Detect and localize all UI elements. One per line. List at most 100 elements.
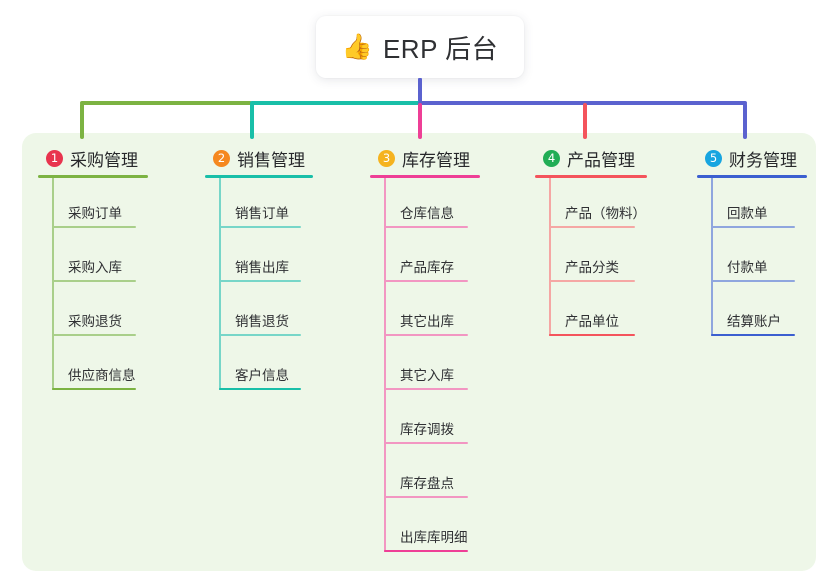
branch-item-label: 产品（物料）: [565, 206, 646, 221]
branch-item-rule: [711, 334, 795, 336]
branch-item-label: 产品库存: [400, 260, 454, 275]
branch-item-label: 采购订单: [68, 206, 122, 221]
branch-item[interactable]: 回款单: [697, 178, 807, 232]
root-node-erp-backend[interactable]: 👍 ERP 后台: [316, 16, 524, 78]
branch-item-label: 其它出库: [400, 314, 454, 329]
connector-root-stem: [418, 78, 422, 104]
branch-item-label: 销售出库: [235, 260, 289, 275]
branch-item[interactable]: 出库库明细: [370, 502, 480, 556]
connector-drop-2: [250, 103, 254, 139]
branch-item[interactable]: 产品库存: [370, 232, 480, 286]
branch-item[interactable]: 产品分类: [535, 232, 647, 286]
branch-number-badge: 4: [543, 149, 560, 167]
root-node-title: ERP 后台: [382, 33, 499, 64]
branch-header-rule: [38, 175, 148, 178]
branch-item[interactable]: 结算账户: [697, 286, 807, 340]
connector-drop-4: [583, 103, 587, 139]
branch-item[interactable]: 采购入库: [38, 232, 148, 286]
branch-item[interactable]: 采购订单: [38, 178, 148, 232]
branch-column-2: 2 销售管理销售订单销售出库销售退货客户信息: [205, 146, 313, 394]
branch-header-rule: [535, 175, 647, 178]
branch-item-rule: [384, 280, 468, 282]
branch-item-label: 客户信息: [235, 368, 289, 383]
branch-item-label: 销售订单: [235, 206, 289, 221]
branch-item-list: 销售订单销售出库销售退货客户信息: [205, 178, 313, 394]
branch-item-rule: [52, 388, 136, 390]
branch-item-label: 供应商信息: [68, 368, 136, 383]
branch-header-4[interactable]: 4 产品管理: [535, 146, 647, 170]
branch-item[interactable]: 库存盘点: [370, 448, 480, 502]
branch-item-label: 采购退货: [68, 314, 122, 329]
branch-item-rule: [384, 496, 468, 498]
branch-item-label: 仓库信息: [400, 206, 454, 221]
branch-item[interactable]: 仓库信息: [370, 178, 480, 232]
connector-bar-blue: [418, 101, 747, 105]
branch-item-label: 销售退货: [235, 314, 289, 329]
branch-spine: [384, 178, 386, 552]
connector-drop-3: [418, 103, 422, 139]
branch-item[interactable]: 客户信息: [205, 340, 313, 394]
branch-header-rule: [205, 175, 313, 178]
connector-bar-teal: [250, 101, 420, 105]
branch-item[interactable]: 采购退货: [38, 286, 148, 340]
connector-drop-5: [743, 103, 747, 139]
branch-header-1[interactable]: 1 采购管理: [38, 146, 148, 170]
branch-title: 库存管理: [402, 150, 470, 170]
branch-item-list: 回款单付款单结算账户: [697, 178, 807, 340]
branch-number-badge: 5: [705, 149, 722, 167]
branch-item-list: 采购订单采购入库采购退货供应商信息: [38, 178, 148, 394]
connector-bar-green: [80, 101, 252, 105]
branch-header-2[interactable]: 2 销售管理: [205, 146, 313, 170]
branch-item[interactable]: 销售退货: [205, 286, 313, 340]
branch-item[interactable]: 产品单位: [535, 286, 647, 340]
branch-item-rule: [711, 280, 795, 282]
thumbs-up-icon: 👍: [341, 32, 373, 61]
branch-header-rule: [370, 175, 480, 178]
branch-column-3: 3 库存管理仓库信息产品库存其它出库其它入库库存调拨库存盘点出库库明细: [370, 146, 480, 556]
branch-item-rule: [219, 280, 301, 282]
branch-header-rule: [697, 175, 807, 178]
branch-item-rule: [219, 388, 301, 390]
branch-number-badge: 3: [378, 149, 395, 167]
branch-item[interactable]: 其它出库: [370, 286, 480, 340]
branch-column-4: 4 产品管理产品（物料） 产品分类产品单位: [535, 146, 647, 340]
branch-title: 采购管理: [70, 150, 138, 170]
branch-item-label: 产品单位: [565, 314, 619, 329]
branch-number-badge: 2: [213, 149, 230, 167]
branch-spine: [52, 178, 54, 390]
branch-item-label: 库存调拨: [400, 422, 454, 437]
branch-item-rule: [52, 334, 136, 336]
branch-item[interactable]: 销售出库: [205, 232, 313, 286]
branch-item[interactable]: 库存调拨: [370, 394, 480, 448]
branch-item-rule: [384, 226, 468, 228]
branch-item[interactable]: 其它入库: [370, 340, 480, 394]
branch-item-label: 库存盘点: [400, 476, 454, 491]
branch-item-rule: [384, 442, 468, 444]
branch-number-badge: 1: [46, 149, 63, 167]
branch-item-rule: [549, 334, 635, 336]
branch-item-rule: [384, 334, 468, 336]
branch-spine: [219, 178, 221, 390]
branch-title: 销售管理: [237, 150, 305, 170]
branch-item-list: 仓库信息产品库存其它出库其它入库库存调拨库存盘点出库库明细: [370, 178, 480, 556]
branch-item-rule: [549, 226, 635, 228]
branch-item-rule: [52, 226, 136, 228]
branch-item-rule: [711, 226, 795, 228]
branch-item-label: 采购入库: [68, 260, 122, 275]
branch-item[interactable]: 付款单: [697, 232, 807, 286]
connector-drop-1: [80, 103, 84, 139]
branch-item[interactable]: 产品（物料）: [535, 178, 647, 232]
branch-header-3[interactable]: 3 库存管理: [370, 146, 480, 170]
branch-title: 产品管理: [567, 150, 635, 170]
branch-item-label: 结算账户: [727, 314, 781, 329]
branch-item[interactable]: 供应商信息: [38, 340, 148, 394]
diagram-background-panel: [22, 133, 816, 571]
branch-spine: [711, 178, 713, 336]
branch-item[interactable]: 销售订单: [205, 178, 313, 232]
branch-item-list: 产品（物料） 产品分类产品单位: [535, 178, 647, 340]
branch-item-rule: [549, 280, 635, 282]
branch-item-label: 出库库明细: [400, 530, 468, 545]
